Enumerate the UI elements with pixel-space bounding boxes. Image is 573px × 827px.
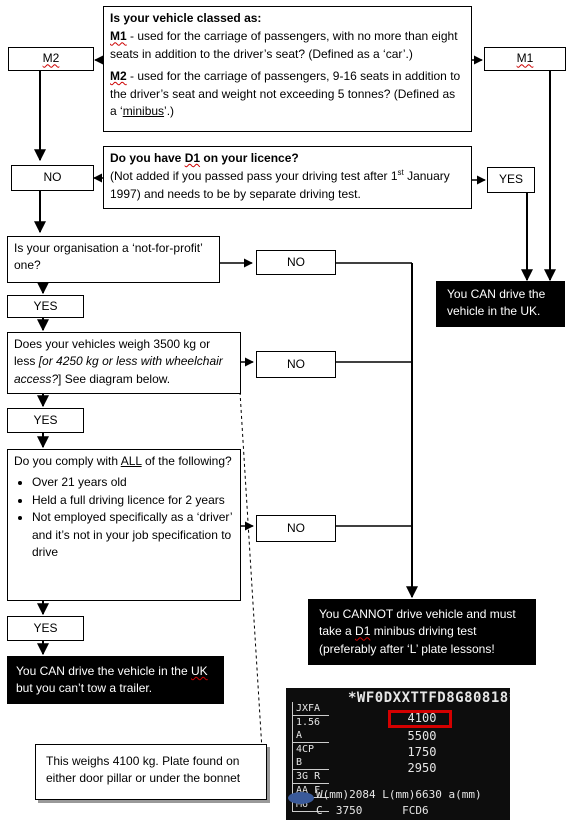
no-box-comply: NO <box>256 515 336 542</box>
q4-text-pre: Does your vehicles weigh 3500 kg or less <box>14 337 211 369</box>
plate-bottom-num: 3750 <box>335 804 363 817</box>
yes-box-d1: YES <box>487 167 535 193</box>
can-drive-uk: UK <box>191 664 208 678</box>
q1-m1-code: M1 <box>110 29 127 44</box>
q3-text: Is your organisation a ‘not-for-profit’ … <box>14 241 203 273</box>
q5-title-all: ALL <box>120 454 142 468</box>
plate-bottom-c: C <box>316 804 323 817</box>
yes3-label: YES <box>33 298 58 313</box>
q2-title-code: D1 <box>184 151 201 165</box>
q5-title-post: of the following? <box>141 454 232 468</box>
q2-title: Do you have D1 on your licence? <box>110 150 465 167</box>
no-box-weight: NO <box>256 351 336 378</box>
q5-bullet: Held a full driving licence for 2 years <box>32 492 234 509</box>
q1-minibus: minibus <box>122 103 165 118</box>
yes5-label: YES <box>33 620 58 635</box>
plate-bottom-row: C 3750 FCD6 <box>316 804 429 817</box>
callout-text: This weighs 4100 kg. Plate found on eith… <box>46 754 241 785</box>
no5-label: NO <box>287 520 305 535</box>
q1-m2-code: M2 <box>110 69 127 84</box>
no-box-profit: NO <box>256 250 336 275</box>
q5-title: Do you comply with ALL of the following? <box>14 453 234 470</box>
q1-m2-end: ’.) <box>164 103 175 118</box>
cannot-code: D1 <box>355 624 371 639</box>
weight-plate-callout: This weighs 4100 kg. Plate found on eith… <box>35 744 267 800</box>
plate-value: 1750 <box>407 745 437 759</box>
result-can-drive-no-trailer: You CAN drive the vehicle in the UK but … <box>7 656 224 704</box>
plate-value: 2950 <box>407 761 437 775</box>
vehicle-weight-plate-photo: *WF0DXXTTFD8G80818* JXFA 1.56 A 4CP B 3G… <box>286 688 510 820</box>
yes-box-comply: YES <box>7 616 84 641</box>
question-vehicle-weight: Does your vehicles weigh 3500 kg or less… <box>7 332 241 394</box>
no3-label: NO <box>287 254 305 269</box>
can-drive-line1: You CAN drive the vehicle in the <box>16 664 188 678</box>
m2-box: M2 <box>8 47 94 71</box>
q1-m1-text: - used for the carriage of passengers, w… <box>110 29 458 61</box>
can-drive-uk-text: You CAN drive the vehicle in the UK. <box>447 287 546 319</box>
plate-code: 1.56 A <box>293 716 329 743</box>
no-box-d1: NO <box>11 165 94 191</box>
question-vehicle-class: Is your vehicle classed as: M1 - used fo… <box>103 6 472 132</box>
q2-text-pre: (Not added if you passed pass your drivi… <box>110 169 398 184</box>
question-not-for-profit: Is your organisation a ‘not-for-profit’ … <box>7 236 220 283</box>
plate-value: 5500 <box>407 729 437 743</box>
q5-bullet: Over 21 years old <box>32 474 234 491</box>
plate-vin: *WF0DXXTTFD8G80818* <box>348 690 510 706</box>
plate-bottom-code: FCD6 <box>402 804 429 817</box>
plate-code: JXFA <box>293 702 329 716</box>
ford-logo-icon <box>288 792 314 804</box>
q5-bullet-list: Over 21 years old Held a full driving li… <box>14 474 234 561</box>
plate-value-gross: 4100 <box>407 711 437 725</box>
q2-title-pre: Do you have <box>110 151 185 165</box>
q1-m2-line: M2 - used for the carriage of passengers… <box>110 68 465 120</box>
q5-title-pre: Do you comply with <box>14 454 121 468</box>
no4-label: NO <box>287 356 305 371</box>
m1-label: M1 <box>516 51 534 66</box>
plate-code: 4CP B <box>293 743 329 770</box>
m2-label: M2 <box>42 51 60 66</box>
q5-bullet: Not employed specifically as a ‘driver’ … <box>32 509 234 561</box>
q1-m1-line: M1 - used for the carriage of passengers… <box>110 28 465 63</box>
yes-box-weight: YES <box>7 408 84 433</box>
q2-title-post: on your licence? <box>200 151 299 165</box>
q2-text: (Not added if you passed pass your drivi… <box>110 167 465 203</box>
dotted-q4-callout <box>239 391 265 751</box>
cannot-post: minibus driving test (preferably after ‘… <box>319 624 495 656</box>
plate-dimensions: W(mm)2084 L(mm)6630 a(mm) <box>316 788 482 801</box>
q1-title: Is your vehicle classed as: <box>110 11 262 25</box>
q4-text-post: ] See diagram below. <box>58 371 171 386</box>
plate-codes: JXFA 1.56 A 4CP B 3G R AA F M6 <box>292 702 329 812</box>
q2-text-post: January 1997) and needs to be by separat… <box>110 169 450 201</box>
question-d1-licence: Do you have D1 on your licence? (Not add… <box>103 146 472 209</box>
can-drive-line2: but you can’t tow a trailer. <box>16 681 153 696</box>
question-comply-all: Do you comply with ALL of the following?… <box>7 449 241 601</box>
yes-right-label: YES <box>498 172 523 187</box>
yes-box-profit: YES <box>7 295 84 318</box>
cannot-pre: You CANNOT drive vehicle and must take a <box>319 607 516 639</box>
result-can-drive: You CAN drive the vehicle in the UK. <box>436 281 565 327</box>
plate-code: 3G R <box>293 770 329 784</box>
q4-text-italic: [or 4250 kg or less with wheelchair acce… <box>14 354 223 386</box>
q2-text-sup: st <box>397 168 404 178</box>
result-cannot-drive: You CANNOT drive vehicle and must take a… <box>308 599 536 665</box>
m1-box: M1 <box>484 47 566 71</box>
yes4-label: YES <box>33 412 58 427</box>
q1-m2-text: - used for the carriage of passengers, 9… <box>110 69 461 118</box>
no1-label: NO <box>43 170 62 185</box>
plate-highlight-box <box>388 710 452 728</box>
plate-code: M6 <box>293 798 329 812</box>
